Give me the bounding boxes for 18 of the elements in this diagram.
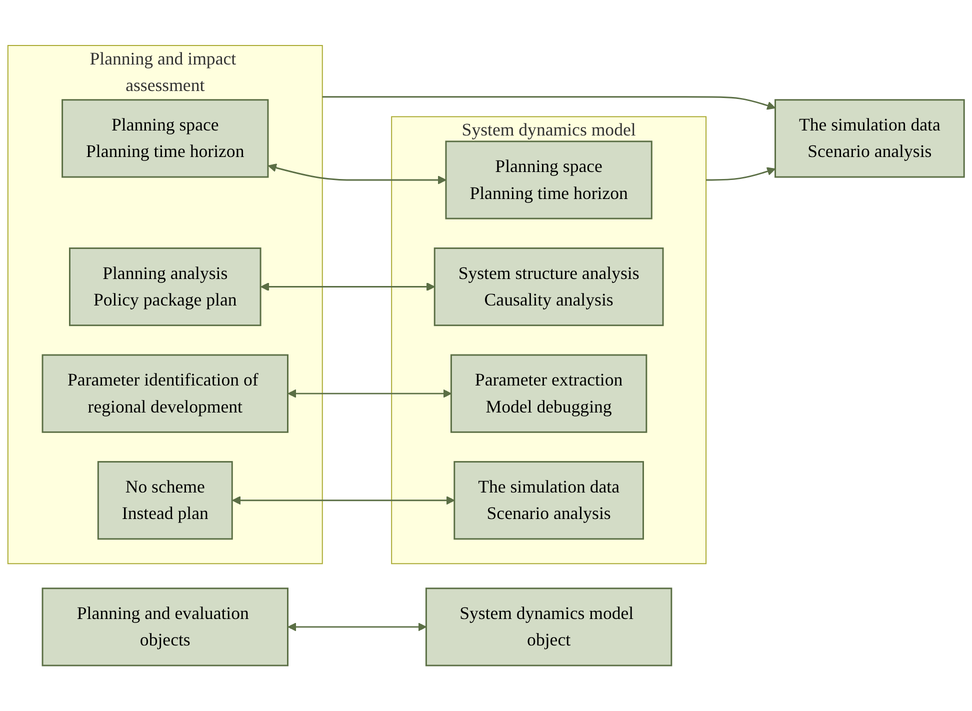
node-box: Parameter identification of regional development <box>42 354 288 433</box>
node-box: The simulation data Scenario analysis <box>774 99 965 178</box>
node-box: The simulation data Scenario analysis <box>454 461 644 540</box>
arrow <box>260 282 435 292</box>
arrow <box>322 96 776 110</box>
node-box: System structure analysis Causality analysis <box>434 247 664 326</box>
node-box: Planning analysis Policy package plan <box>69 247 262 326</box>
node-box: System dynamics model object <box>425 588 672 666</box>
node-box: Planning space Planning time horizon <box>445 140 652 220</box>
node-box: Parameter extraction Model debugging <box>450 354 648 433</box>
arrow <box>288 622 427 632</box>
arrow <box>706 167 776 181</box>
node-box: Planning and evaluation objects <box>42 588 288 666</box>
node-box: No scheme Instead plan <box>97 461 233 540</box>
arrow <box>288 389 452 398</box>
node-box: Planning space Planning time horizon <box>62 99 269 178</box>
arrow <box>268 164 446 184</box>
arrow <box>232 496 455 505</box>
